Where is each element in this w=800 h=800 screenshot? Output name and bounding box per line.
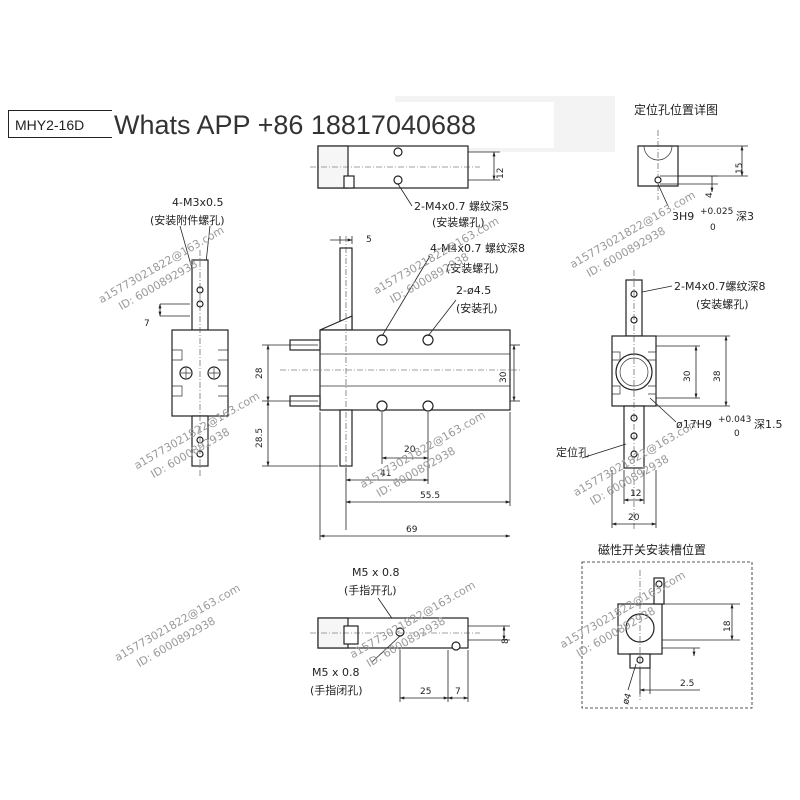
- front-hole-note: (安装孔): [456, 301, 498, 315]
- groove-title: 磁性开关安装槽位置: [598, 542, 706, 557]
- left-dim-7: 7: [144, 319, 150, 329]
- front-hole-label: 2-ø4.5: [456, 284, 491, 297]
- top-thread-label: 2-M4x0.7 螺纹深5: [414, 199, 509, 213]
- detail-tol-lower: 0: [710, 223, 716, 233]
- positioning-detail: 定位孔位置详图 15 4 3H9 +0.025 0 深3: [634, 102, 754, 233]
- front-dim-30: 30: [499, 371, 509, 383]
- side-bore-label: ø17H9: [676, 418, 712, 431]
- detail-dim-4: 4: [705, 192, 715, 198]
- bottom-dim-8: 8: [501, 638, 511, 644]
- wm-email: a15773021822@163.com: [112, 582, 242, 665]
- bottom-open-label: M5 x 0.8: [352, 566, 400, 579]
- front-view: 5 4-M4x0.7 螺纹深8 (安装螺孔) 2-ø4.5 (安装孔): [255, 235, 525, 540]
- left-thread-label: 4-M3x0.5: [172, 196, 223, 209]
- left-thread-note: (安装附件螺孔): [150, 213, 225, 227]
- detail-depth: 深3: [736, 210, 754, 223]
- top-thread-note: (安装螺孔): [432, 215, 485, 229]
- side-view: 2-M4x0.7螺纹深8 (安装螺孔) 38 30 ø17H9 +0.043 0…: [556, 270, 783, 530]
- groove-dim-18: 18: [723, 620, 733, 632]
- front-dim-41: 41: [380, 469, 391, 479]
- bottom-open-note: (手指开孔): [344, 583, 397, 597]
- front-dim-69: 69: [406, 525, 418, 535]
- side-dim-38: 38: [713, 370, 723, 382]
- contact-banner: Whats APP +86 18817040688: [112, 102, 554, 148]
- side-bore-depth: 深1.5: [754, 418, 783, 431]
- detail-title: 定位孔位置详图: [634, 102, 718, 117]
- top-dim-12: 12: [496, 168, 506, 179]
- front-dim-28: 28: [255, 367, 265, 379]
- model-label: MHY2-16D: [8, 110, 113, 138]
- wm-email: a15773021822@163.com: [358, 409, 488, 492]
- side-dim-30: 30: [683, 370, 693, 382]
- side-bore-lower: 0: [734, 429, 740, 439]
- bottom-close-note: (手指闭孔): [310, 683, 363, 697]
- detail-tol-label: 3H9: [672, 210, 694, 223]
- front-dim-28-5: 28.5: [255, 428, 265, 448]
- left-view: 4-M3x0.5 (安装附件螺孔) 7: [144, 196, 229, 476]
- front-thread-label: 4-M4x0.7 螺纹深8: [430, 241, 525, 255]
- detail-dim-15: 15: [735, 163, 745, 174]
- watermarks: a15773021822@163.com ID: 6000892938 a157…: [96, 189, 701, 670]
- side-thread-note: (安装螺孔): [696, 297, 749, 311]
- front-thread-note: (安装螺孔): [446, 261, 499, 275]
- side-locating-label: 定位孔: [556, 445, 589, 459]
- side-bore-upper: +0.043: [718, 415, 751, 425]
- top-view: 12 2-M4x0.7 螺纹深5 (安装螺孔): [310, 145, 509, 229]
- groove-angle: ø4: [621, 692, 634, 706]
- bottom-dim-25: 25: [420, 687, 431, 697]
- front-dim-5: 5: [366, 235, 372, 245]
- side-thread-label: 2-M4x0.7螺纹深8: [674, 279, 765, 293]
- switch-groove-detail: 磁性开关安装槽位置 18 2.5 ø4: [581, 542, 753, 709]
- detail-tol-upper: +0.025: [700, 207, 733, 217]
- side-dim-12: 12: [630, 489, 641, 499]
- side-dim-20: 20: [628, 513, 640, 523]
- front-dim-55-5: 55.5: [420, 491, 440, 501]
- front-dim-20: 20: [404, 445, 416, 455]
- wm-email: a15773021822@163.com: [568, 189, 698, 272]
- bottom-dim-7: 7: [455, 687, 461, 697]
- groove-dim-2-5: 2.5: [680, 679, 694, 689]
- bottom-close-label: M5 x 0.8: [312, 666, 360, 679]
- bottom-view: M5 x 0.8 (手指开孔) 8 M5 x 0.8 (手指闭孔) 25 7: [310, 566, 511, 702]
